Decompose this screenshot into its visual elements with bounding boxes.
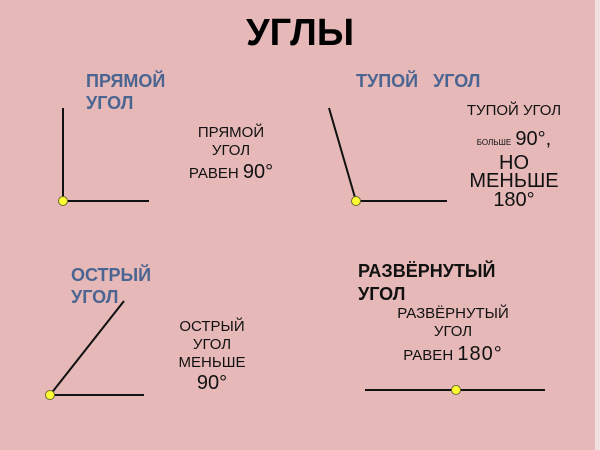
obtuse-angle-desc-line3: НО	[499, 152, 529, 174]
right-angle-desc-line2: УГОЛ	[211, 142, 251, 159]
vertex-dot-right	[58, 196, 68, 206]
acute-angle-description: ОСТРЫЙ УГОЛ МЕНЬШЕ 90°	[162, 318, 262, 394]
page-title: УГЛЫ	[245, 12, 355, 54]
obtuse-angle-description: ТУПОЙ УГОЛ БОЛЬШЕ 90°, НО МЕНЬШЕ 180°	[458, 102, 570, 210]
acute-angle-desc-line3: МЕНЬШЕ	[178, 354, 246, 371]
acute-angle-figure	[45, 300, 144, 400]
straight-angle-heading: РАЗВЁРНУТЫЙ УГОЛ	[358, 260, 496, 306]
vertex-dot-straight	[451, 385, 461, 395]
acute-angle-desc-line2: УГОЛ	[192, 336, 232, 353]
vertex-dot-obtuse	[351, 196, 361, 206]
right-angle-desc-prefix: РАВЕН	[188, 165, 239, 182]
straight-angle-heading-line2: УГОЛ	[358, 284, 406, 304]
right-angle-heading: ПРЯМОЙ УГОЛ	[86, 70, 165, 114]
obtuse-angle-desc-line1: ТУПОЙ УГОЛ	[466, 102, 562, 119]
acute-angle-heading-line2: УГОЛ	[71, 287, 119, 307]
right-angle-heading-line1: ПРЯМОЙ	[86, 71, 166, 91]
acute-angle-desc-value: 90°	[196, 372, 228, 394]
vertex-dot-acute	[45, 390, 55, 400]
right-edge	[595, 0, 600, 450]
straight-angle-heading-line1: РАЗВЁРНУТЫЙ	[358, 261, 496, 281]
straight-angle-figure	[365, 385, 545, 395]
acute-angle-heading-line1: ОСТРЫЙ	[71, 265, 152, 285]
right-angle-desc-value: 90°	[242, 161, 274, 183]
right-angle-description: ПРЯМОЙ УГОЛ РАВЕН 90°	[176, 124, 286, 183]
obtuse-angle-figure	[328, 107, 447, 206]
straight-angle-description: РАЗВЁРНУТЫЙ УГОЛ РАВЕН 180°	[388, 305, 518, 365]
obtuse-angle-desc-value-row: БОЛЬШЕ 90°,	[458, 128, 570, 154]
right-angle-desc-value-row: РАВЕН 90°	[176, 161, 286, 183]
obtuse-angle-heading: ТУПОЙ УГОЛ	[356, 71, 481, 91]
straight-angle-desc-prefix: РАВЕН	[403, 347, 454, 364]
straight-angle-desc-value-row: РАВЕН 180°	[388, 343, 518, 365]
right-angle-figure	[58, 108, 149, 206]
straight-angle-desc-line1: РАЗВЁРНУТЫЙ	[397, 305, 509, 322]
obtuse-angle-desc-value1: 90°,	[515, 128, 552, 150]
acute-angle-heading: ОСТРЫЙ УГОЛ	[71, 264, 151, 308]
right-angle-heading-line2: УГОЛ	[86, 93, 134, 113]
acute-angle-desc-line1: ОСТРЫЙ	[179, 318, 245, 335]
obtuse-angle-desc-value2: 180°	[493, 189, 535, 211]
obtuse-angle-desc-line4: МЕНЬШЕ	[469, 170, 559, 192]
straight-angle-desc-value: 180°	[457, 343, 503, 365]
obtuse-angle-desc-prefix: БОЛЬШЕ	[476, 138, 512, 147]
straight-angle-desc-line2: УГОЛ	[433, 323, 473, 340]
right-angle-desc-line1: ПРЯМОЙ	[197, 124, 265, 141]
